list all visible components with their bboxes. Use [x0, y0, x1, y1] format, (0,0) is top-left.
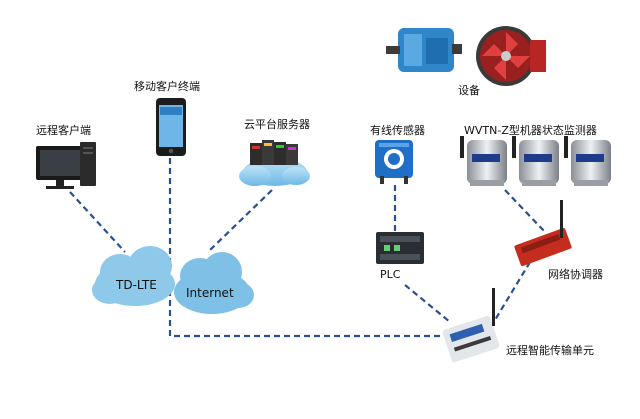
label-rtu: 远程智能传输单元	[506, 344, 594, 357]
td-lte-cloud	[92, 246, 175, 306]
link-monitor	[504, 189, 546, 233]
label-coordinator: 网络协调器	[548, 268, 603, 281]
axial-fan-icon	[476, 26, 546, 86]
label-remote-client: 远程客户端	[36, 124, 91, 137]
label-plc: PLC	[380, 268, 401, 281]
label-monitor: WVTN-Z型机器状态监测器	[464, 124, 597, 137]
label-cloud-server: 云平台服务器	[244, 118, 310, 131]
plc-icon	[376, 232, 424, 264]
label-td-lte: TD-LTE	[116, 278, 157, 292]
vibration-monitor-icon	[512, 136, 559, 186]
link-plc	[404, 284, 451, 323]
current-sensor-icon	[375, 140, 413, 184]
smartphone-icon	[156, 98, 186, 156]
vibration-monitor-icon	[564, 136, 611, 186]
vibration-monitor-icon	[460, 136, 507, 186]
desktop-computer-icon	[36, 142, 96, 189]
network-coordinator-icon	[514, 200, 572, 267]
link-backbone	[168, 280, 450, 338]
link-cloud-server	[209, 189, 273, 251]
transmission-unit-icon	[442, 288, 500, 363]
label-internet: Internet	[186, 286, 234, 300]
label-equipment: 设备	[458, 84, 480, 97]
connection-lines	[69, 158, 546, 338]
cloud-server-icon	[239, 140, 310, 186]
gearbox-icon	[386, 28, 462, 72]
link-coordinator	[494, 261, 531, 321]
label-mobile-client: 移动客户终端	[134, 80, 200, 93]
link-remote-client	[69, 191, 126, 253]
internet-cloud	[174, 252, 254, 314]
label-wired-sensor: 有线传感器	[370, 124, 425, 137]
